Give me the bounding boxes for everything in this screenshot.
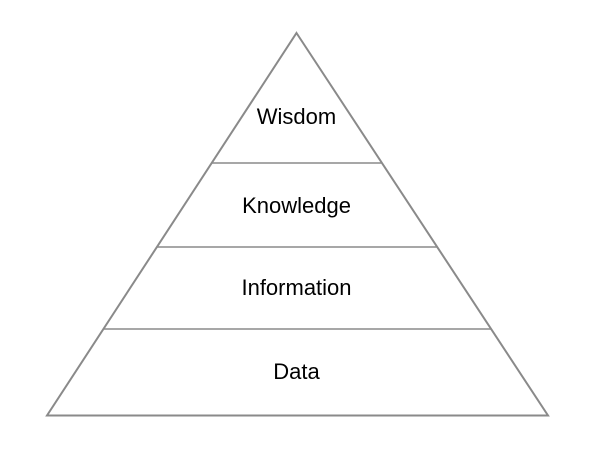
level-label-knowledge: Knowledge bbox=[242, 193, 351, 218]
level-label-wisdom: Wisdom bbox=[257, 104, 336, 129]
level-label-data: Data bbox=[273, 359, 320, 384]
pyramid-outline bbox=[45, 31, 550, 417]
level-label-information: Information bbox=[241, 275, 351, 300]
